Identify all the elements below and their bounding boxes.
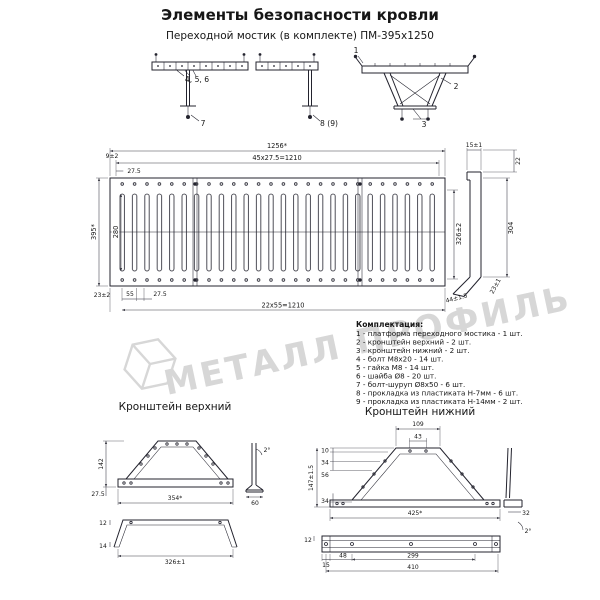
metall-profil-logo-icon bbox=[123, 337, 177, 391]
dim-lower-34b: 34 bbox=[321, 498, 329, 505]
dim-plan-edge: 9±2 bbox=[106, 153, 119, 160]
kit-item-6: 6 - шайба Ø8 - 20 шт. bbox=[356, 372, 436, 381]
callout-2: 2 bbox=[454, 82, 459, 91]
dim-side-22: 22 bbox=[515, 157, 522, 165]
dim-lower-15: 15 bbox=[322, 562, 330, 569]
top-view-fasteners: 4, 5, 6 7 8 (9) bbox=[151, 53, 338, 128]
anchor-bolts bbox=[400, 109, 430, 121]
dim-lower-12: 12 bbox=[304, 537, 312, 544]
kit-item-7: 7 - болт-шуруп Ø8х50 - 6 шт. bbox=[356, 380, 465, 389]
top-bolt-pins bbox=[154, 53, 316, 62]
rivet-dots bbox=[157, 65, 311, 67]
dim-upper-354: 354* bbox=[168, 495, 182, 502]
page-title: Элементы безопасности кровли bbox=[161, 6, 439, 24]
dim-upper-275: 27.5 bbox=[91, 491, 105, 498]
dim-lower-48: 48 bbox=[339, 553, 347, 560]
kit-item-1: 1 - платформа переходного мостика - 1 шт… bbox=[356, 329, 523, 338]
dim-plan-bottom-55: 55 bbox=[126, 291, 134, 298]
dim-lower-34a: 34 bbox=[321, 460, 329, 467]
lower-bracket-view: Кронштейн нижний 109 43 10 34 56 34 147±… bbox=[304, 406, 531, 573]
dim-lower-43: 43 bbox=[414, 434, 422, 441]
dim-side-15: 15±1 bbox=[466, 142, 483, 149]
dim-side-304: 304 bbox=[507, 222, 515, 235]
dim-plan-pitch-top: 27.5 bbox=[127, 168, 141, 175]
callout-3: 3 bbox=[422, 120, 427, 129]
page-subtitle: Переходной мостик (в комплекте) ПМ-395х1… bbox=[166, 30, 434, 42]
dim-plan-total-width: 1256* bbox=[267, 142, 288, 150]
callout-1: 1 bbox=[354, 46, 359, 55]
kit-item-9: 9 - прокладка из пластиката Н-14мм - 2 ш… bbox=[356, 397, 523, 406]
watermark: МЕТАЛЛ ПРОФИЛЬ bbox=[123, 278, 575, 404]
dim-plan-side-height: 326±2 bbox=[455, 223, 463, 245]
dim-lower-109: 109 bbox=[412, 421, 424, 428]
dim-lower-147: 147±1.5 bbox=[308, 465, 315, 491]
kit-item-4: 4 - болт М8х20 - 14 шт. bbox=[356, 355, 443, 364]
callout-8-9: 8 (9) bbox=[320, 119, 338, 128]
dim-lower-425: 425* bbox=[408, 510, 422, 517]
dim-upper-60: 60 bbox=[251, 500, 259, 507]
kit-heading: Комплектация: bbox=[356, 320, 423, 329]
kit-item-2: 2 - кронштейн верхний - 2 шт. bbox=[356, 338, 471, 347]
dim-plan-pattern-width: 45х27.5=1210 bbox=[252, 154, 301, 162]
dim-upper-angle: 2° bbox=[264, 447, 271, 454]
kit-item-5: 5 - гайка М8 - 14 шт. bbox=[356, 363, 434, 372]
dim-lower-56: 56 bbox=[321, 472, 329, 479]
kit-item-8: 8 - прокладка из пластиката Н-7мм - 6 шт… bbox=[356, 389, 518, 398]
dim-plan-bottom-pitch: 27.5 bbox=[153, 291, 167, 298]
lower-bracket-holes bbox=[335, 449, 495, 506]
dim-plan-bottom-pattern: 22х55=1210 bbox=[262, 302, 305, 310]
platform-plan-view: 1256* 45х27.5=1210 9±2 27.5 395* 280 326… bbox=[90, 142, 463, 312]
bracket-position-marks bbox=[192, 178, 363, 286]
dim-upper-12: 12 bbox=[99, 520, 107, 527]
kit-list: Комплектация: 1 - платформа переходного … bbox=[356, 320, 523, 406]
section-view: 1 2 3 bbox=[354, 46, 477, 129]
dim-lower-299: 299 bbox=[407, 553, 419, 560]
lower-bracket-title: Кронштейн нижний bbox=[365, 406, 475, 418]
hanging-bracket-left bbox=[180, 70, 196, 119]
upper-bracket-title: Кронштейн верхний bbox=[119, 401, 232, 413]
dim-lower-410: 410 bbox=[407, 564, 419, 571]
callout-4-5-6: 4, 5, 6 bbox=[185, 75, 209, 84]
kit-item-3: 3 - кронштейн нижний - 2 шт. bbox=[356, 346, 470, 355]
dim-lower-32: 32 bbox=[522, 510, 530, 517]
callout-7: 7 bbox=[201, 119, 206, 128]
dim-upper-14: 14 bbox=[99, 543, 107, 550]
dim-upper-326: 326±1 bbox=[165, 559, 185, 566]
dim-plan-bottom-edge: 23±2 bbox=[94, 292, 111, 299]
hanging-bracket-right bbox=[302, 70, 318, 119]
upper-bracket-view: Кронштейн верхний 142 27.5 354* 12 14 32… bbox=[91, 401, 270, 566]
dim-lower-angle: 2° bbox=[525, 528, 532, 535]
dim-upper-142: 142 bbox=[98, 458, 105, 470]
dim-plan-total-height: 395* bbox=[90, 223, 98, 240]
dim-plan-slot-height: 280 bbox=[112, 226, 120, 239]
dim-lower-10: 10 bbox=[321, 448, 329, 455]
lower-bottom-holes bbox=[324, 542, 498, 546]
upper-bracket-holes bbox=[122, 442, 230, 485]
